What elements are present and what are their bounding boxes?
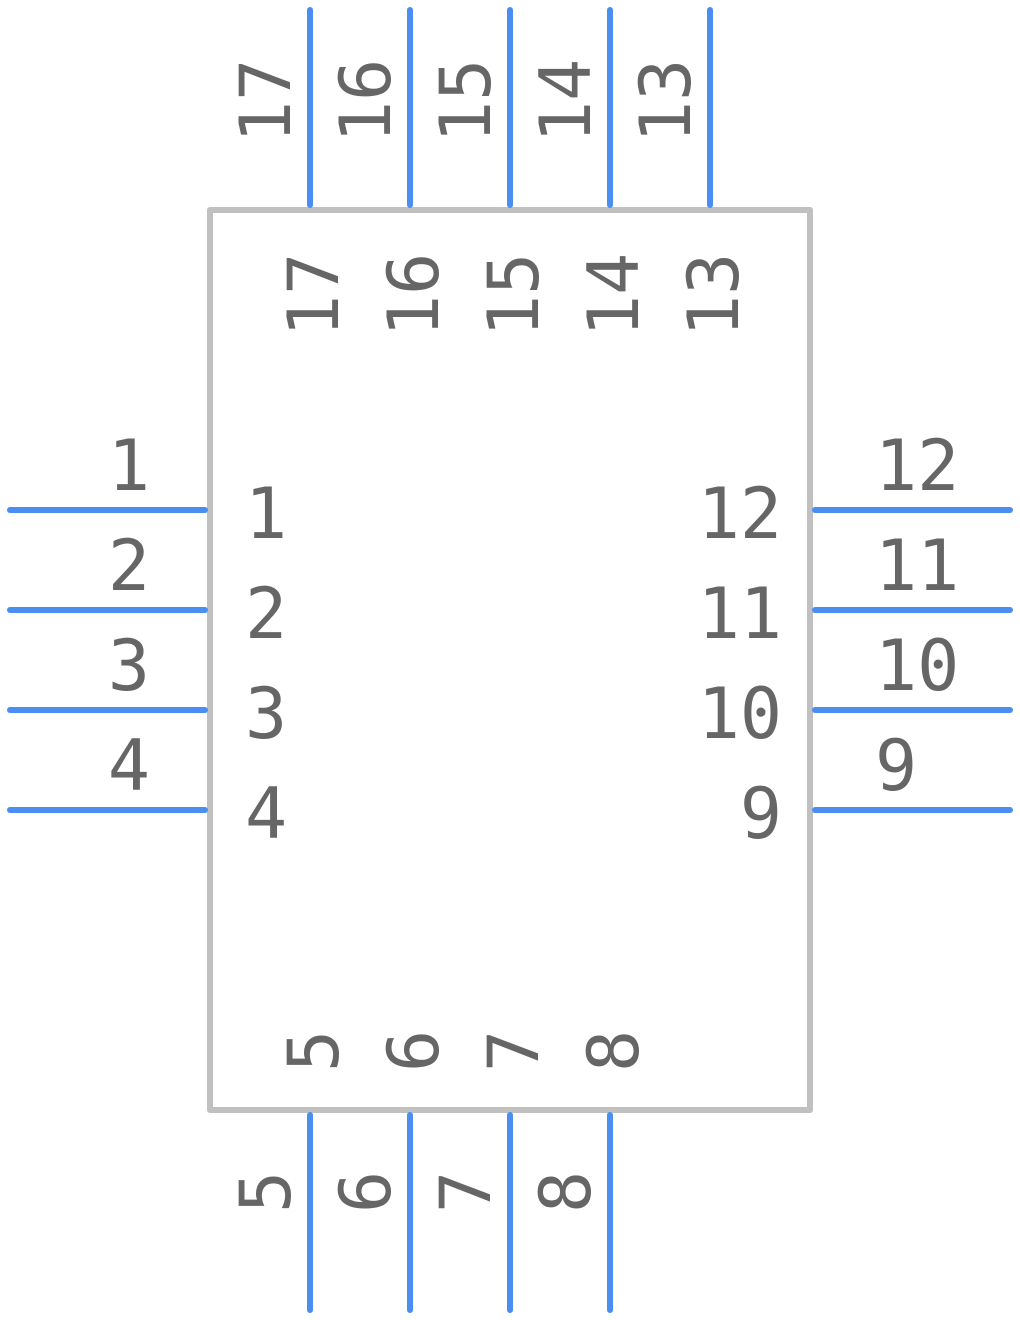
pin-10-label: 10 [698, 673, 782, 755]
pin-3-label: 3 [245, 673, 287, 755]
pin-10-number: 10 [875, 625, 959, 707]
pin-9-number: 9 [875, 725, 917, 807]
pin-6-number: 6 [325, 1171, 407, 1213]
pin-8-number: 8 [525, 1171, 607, 1213]
pin-6-label: 6 [373, 1030, 455, 1072]
pin-11-number: 11 [875, 525, 959, 607]
pin-1-number: 1 [108, 425, 150, 507]
pin-14-number: 14 [525, 59, 607, 143]
pin-17-label: 17 [273, 253, 355, 337]
pin-3-number: 3 [108, 625, 150, 707]
pin-11-label: 11 [698, 573, 782, 655]
component-body [207, 207, 813, 1113]
pin-17-number: 17 [225, 59, 307, 143]
pin-15-label: 15 [473, 253, 555, 337]
pin-9-label: 9 [740, 773, 782, 855]
pin-2-number: 2 [108, 525, 150, 607]
pin-2-label: 2 [245, 573, 287, 655]
pin-8-label: 8 [573, 1030, 655, 1072]
pin-13-label: 13 [673, 253, 755, 337]
pin-12-number: 12 [875, 425, 959, 507]
pin-12-label: 12 [698, 473, 782, 555]
pin-16-label: 16 [373, 253, 455, 337]
pin-7-label: 7 [473, 1030, 555, 1072]
pin-15-number: 15 [425, 59, 507, 143]
pin-4-number: 4 [108, 725, 150, 807]
pin-7-number: 7 [425, 1171, 507, 1213]
pin-13-number: 13 [625, 59, 707, 143]
pin-4-label: 4 [245, 773, 287, 855]
pin-16-number: 16 [325, 59, 407, 143]
pin-5-label: 5 [273, 1030, 355, 1072]
pin-5-number: 5 [225, 1171, 307, 1213]
pin-1-label: 1 [245, 473, 287, 555]
pins: 1122334412121111101099171716161515141413… [7, 7, 1013, 1313]
pin-14-label: 14 [573, 253, 655, 337]
